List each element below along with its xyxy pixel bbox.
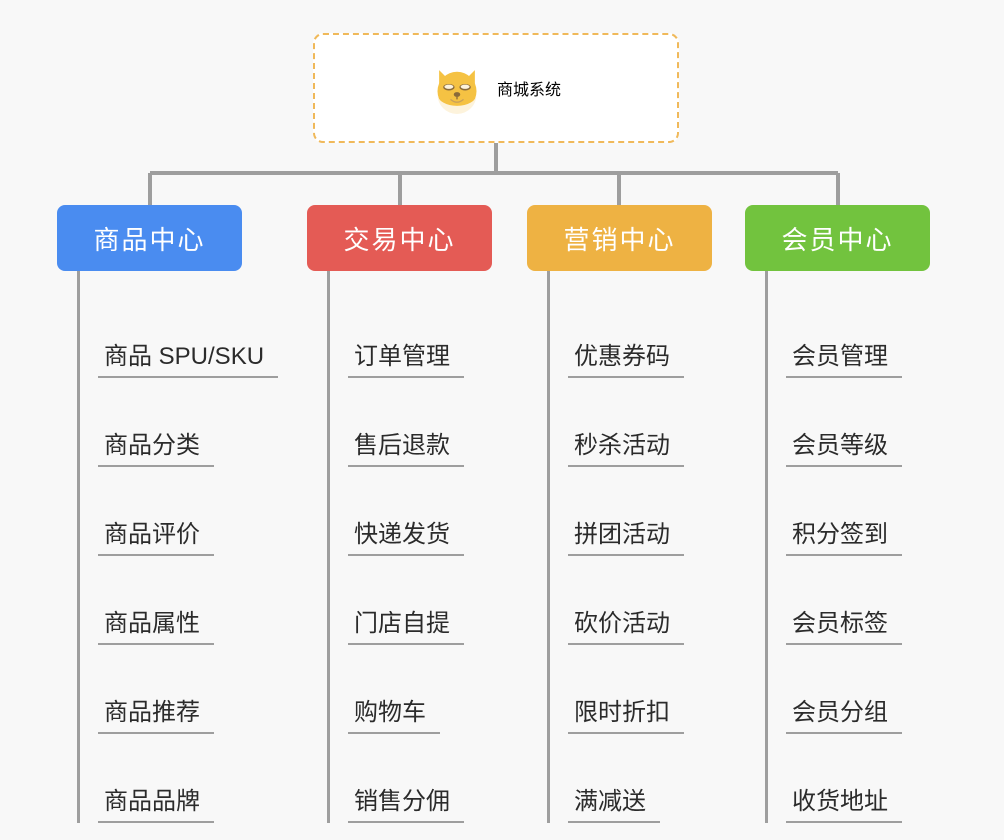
list-item-label: 商品推荐 (98, 699, 214, 734)
list-item[interactable]: 商品评价 (80, 467, 287, 556)
branch-column-transaction: 交易中心 订单管理 售后退款 快递发货 门店自提 购物车 销售分佣 (307, 205, 527, 823)
branch-header-commodity[interactable]: 商品中心 (57, 205, 242, 271)
list-item-label: 订单管理 (348, 343, 464, 378)
list-item[interactable]: 积分签到 (768, 467, 960, 556)
list-item-label: 门店自提 (348, 610, 464, 645)
branch-column-commodity: 商品中心 商品 SPU/SKU 商品分类 商品评价 商品属性 商品推荐 商品品牌 (57, 205, 287, 823)
list-item-label: 商品属性 (98, 610, 214, 645)
list-item[interactable]: 砍价活动 (550, 556, 742, 645)
branch-header-transaction[interactable]: 交易中心 (307, 205, 492, 271)
list-item-label: 满减送 (568, 788, 660, 823)
root-node[interactable]: 商城系统 (313, 33, 679, 143)
list-item-label: 秒杀活动 (568, 432, 684, 467)
branch-header-label: 商品中心 (93, 224, 206, 255)
list-item[interactable]: 售后退款 (330, 378, 527, 467)
list-item-label: 优惠券码 (568, 343, 684, 378)
list-item-label: 限时折扣 (568, 699, 684, 734)
list-item-label: 会员管理 (786, 343, 902, 378)
list-item-label: 砍价活动 (568, 610, 684, 645)
list-item-label: 售后退款 (348, 432, 464, 467)
list-item[interactable]: 会员等级 (768, 378, 960, 467)
branch-header-label: 会员中心 (781, 224, 894, 255)
list-item-label: 积分签到 (786, 521, 902, 556)
list-item-label: 商品品牌 (98, 788, 214, 823)
list-item[interactable]: 商品 SPU/SKU (80, 289, 287, 378)
root-title: 商城系统 (496, 82, 561, 99)
list-item-label: 收货地址 (786, 788, 902, 823)
list-item-label: 商品评价 (98, 521, 214, 556)
branch-list-transaction: 订单管理 售后退款 快递发货 门店自提 购物车 销售分佣 (327, 271, 527, 823)
shiba-dog-face-icon (437, 70, 477, 114)
branch-column-member: 会员中心 会员管理 会员等级 积分签到 会员标签 会员分组 收货地址 (745, 205, 960, 823)
list-item-label: 会员分组 (786, 699, 902, 734)
branch-header-member[interactable]: 会员中心 (745, 205, 930, 271)
list-item-label: 商品分类 (98, 432, 214, 467)
list-item[interactable]: 商品分类 (80, 378, 287, 467)
list-item[interactable]: 会员管理 (768, 289, 960, 378)
branch-header-marketing[interactable]: 营销中心 (527, 205, 712, 271)
list-item[interactable]: 限时折扣 (550, 645, 742, 734)
list-item[interactable]: 销售分佣 (330, 734, 527, 823)
list-item-label: 购物车 (348, 699, 440, 734)
list-item-label: 销售分佣 (348, 788, 464, 823)
list-item[interactable]: 会员标签 (768, 556, 960, 645)
branch-list-commodity: 商品 SPU/SKU 商品分类 商品评价 商品属性 商品推荐 商品品牌 (77, 271, 287, 823)
list-item[interactable]: 购物车 (330, 645, 527, 734)
list-item-label: 会员等级 (786, 432, 902, 467)
list-item[interactable]: 会员分组 (768, 645, 960, 734)
list-item[interactable]: 快递发货 (330, 467, 527, 556)
list-item[interactable]: 商品推荐 (80, 645, 287, 734)
list-item-label: 快递发货 (348, 521, 464, 556)
list-item-label: 商品 SPU/SKU (98, 343, 279, 378)
list-item[interactable]: 拼团活动 (550, 467, 742, 556)
list-item[interactable]: 收货地址 (768, 734, 960, 823)
branch-list-member: 会员管理 会员等级 积分签到 会员标签 会员分组 收货地址 (765, 271, 960, 823)
list-item-label: 会员标签 (786, 610, 902, 645)
branch-list-marketing: 优惠券码 秒杀活动 拼团活动 砍价活动 限时折扣 满减送 (547, 271, 742, 823)
list-item[interactable]: 订单管理 (330, 289, 527, 378)
list-item[interactable]: 商品属性 (80, 556, 287, 645)
list-item-label: 拼团活动 (568, 521, 684, 556)
branch-column-marketing: 营销中心 优惠券码 秒杀活动 拼团活动 砍价活动 限时折扣 满减送 (527, 205, 742, 823)
list-item[interactable]: 满减送 (550, 734, 742, 823)
list-item[interactable]: 优惠券码 (550, 289, 742, 378)
list-item[interactable]: 门店自提 (330, 556, 527, 645)
list-item[interactable]: 秒杀活动 (550, 378, 742, 467)
list-item[interactable]: 商品品牌 (80, 734, 287, 823)
branch-header-label: 交易中心 (343, 224, 456, 255)
branch-header-label: 营销中心 (563, 224, 676, 255)
